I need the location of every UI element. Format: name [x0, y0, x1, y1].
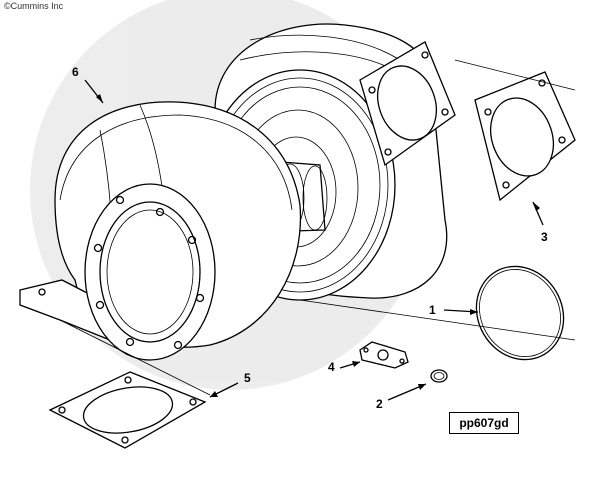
callout-1: 1 [429, 303, 436, 317]
callout-6: 6 [72, 65, 79, 79]
alignment-lines [59, 59, 576, 396]
callout-4: 4 [328, 360, 335, 374]
gasket-inlet-part-5 [48, 371, 207, 449]
callout-3: 3 [541, 230, 548, 244]
o-ring-part-1 [475, 265, 565, 361]
outlet-flange [359, 41, 456, 167]
inlet-flange [84, 183, 216, 361]
callout-arrows [84, 79, 544, 401]
small-gasket-part-4 [359, 341, 409, 369]
callout-2: 2 [376, 397, 383, 411]
gasket-outlet-part-3 [474, 71, 576, 202]
seal-ring-part-2 [430, 369, 448, 383]
callout-5: 5 [244, 371, 251, 385]
copyright-text: ©Cummins Inc [4, 1, 64, 11]
reference-code-box: pp607gd [449, 412, 519, 434]
